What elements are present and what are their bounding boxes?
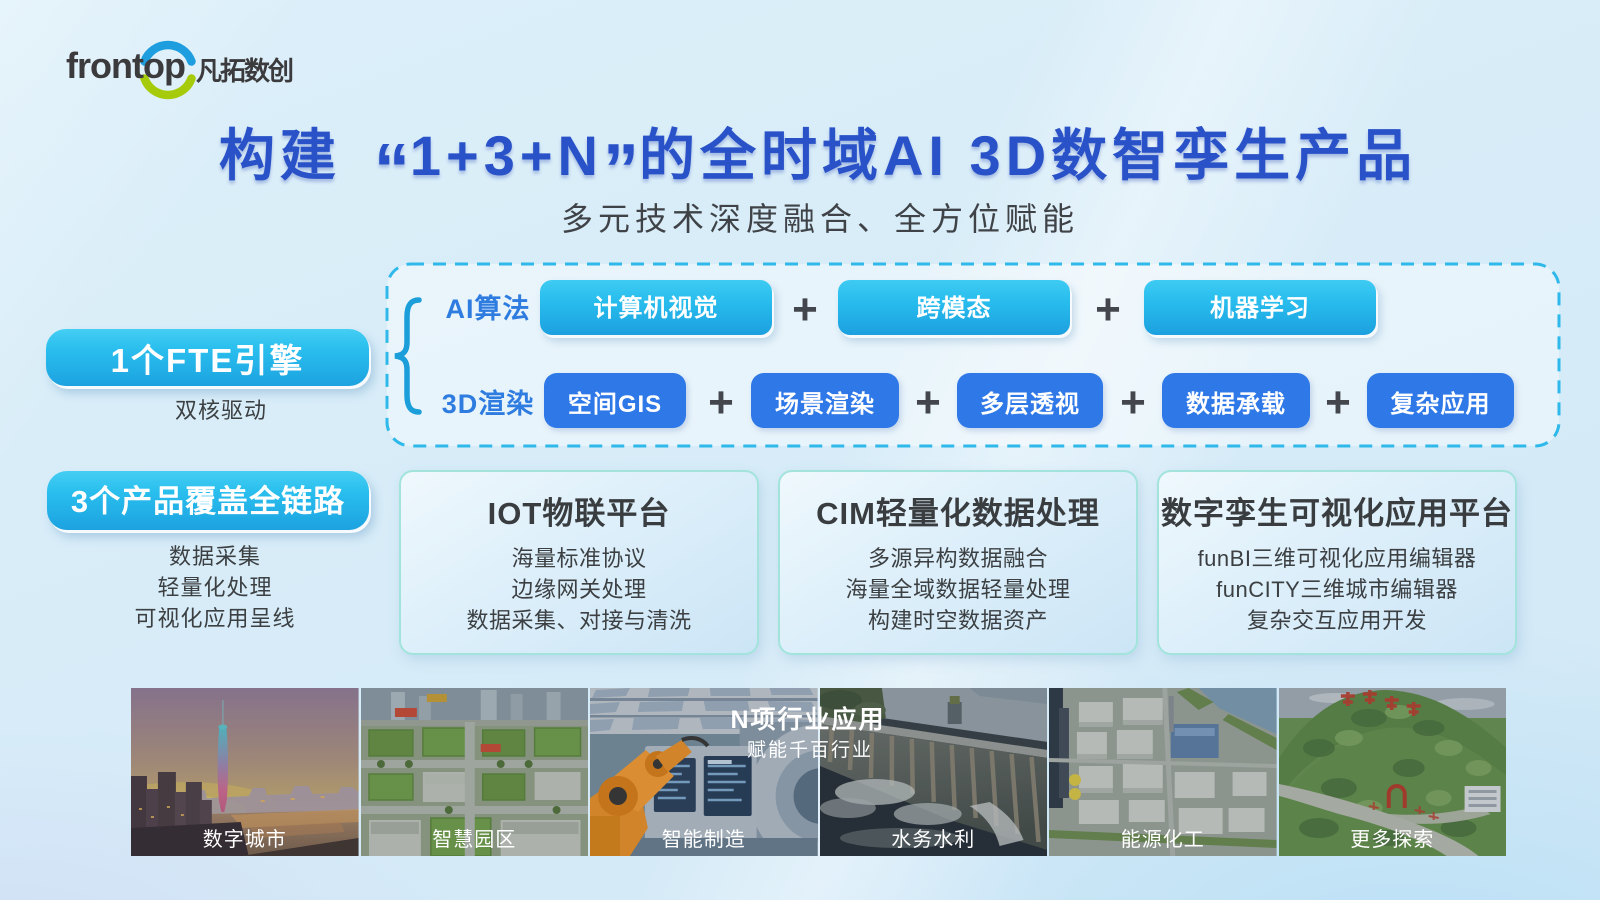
svg-text:frontop: frontop — [66, 45, 185, 86]
svg-text:凡拓数创: 凡拓数创 — [196, 56, 293, 86]
